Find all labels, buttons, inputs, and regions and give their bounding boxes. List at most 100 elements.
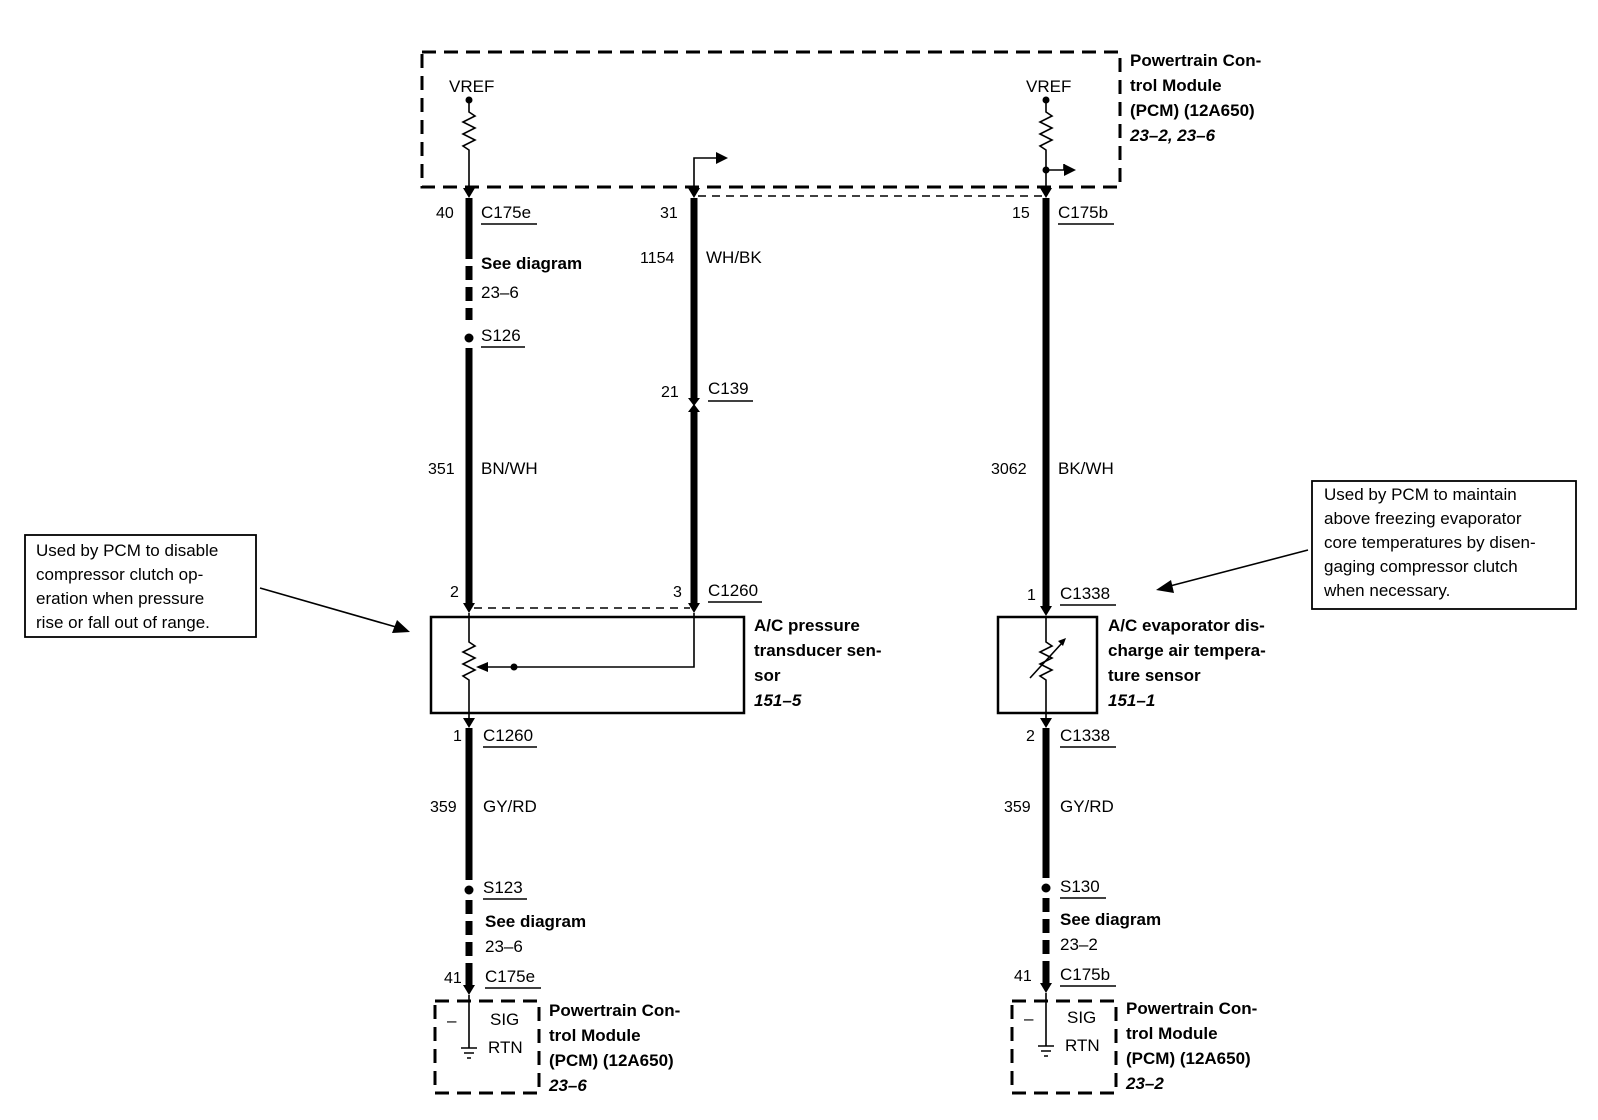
circuit-359-left-number: 359 [430, 799, 457, 816]
note-right-line-3: core temperatures by disen- [1324, 533, 1536, 552]
pcm-left-title-1: Powertrain Con- [549, 1001, 680, 1020]
pcm-left-minus: – [447, 1011, 457, 1030]
pressure-sensor-ref: 151–5 [754, 691, 802, 710]
pcm-left-ground-symbol [461, 995, 477, 1059]
pcm-right-title-1: Powertrain Con- [1126, 999, 1257, 1018]
splice-s126-dot [464, 333, 474, 343]
pcm-left-ref: 23–6 [548, 1076, 587, 1095]
note-left-pointer-arrow [392, 620, 410, 633]
pcm-right-minus: – [1024, 1009, 1034, 1028]
see-ref-right-bottom: 23–2 [1060, 935, 1098, 954]
pin-15-arrow [1040, 188, 1052, 198]
pressure-sensor-name-1: A/C pressure [754, 616, 860, 635]
vref-left-resistor [461, 100, 477, 188]
middle-ground-lead [693, 157, 716, 188]
pcm-right-title-3: (PCM) (12A650) [1126, 1049, 1251, 1068]
pin-1-c1260-arrow [463, 718, 475, 728]
note-left-line-1: Used by PCM to disable [36, 541, 218, 560]
splice-s123-dot [464, 885, 474, 895]
connector-c139-arrow-down [688, 398, 700, 406]
circuit-351-number: 351 [428, 461, 455, 478]
pcm-left-sig: SIG [490, 1010, 519, 1029]
connector-c175e-bottom: C175e [485, 967, 535, 986]
pcm-right-sig: SIG [1067, 1008, 1096, 1027]
pcm-left-title-3: (PCM) (12A650) [549, 1051, 674, 1070]
pin-2-arrow [463, 603, 475, 613]
middle-ground-flag [716, 152, 728, 164]
pcm-top-title-1: Powertrain Con- [1130, 51, 1261, 70]
connector-c1338-top: C1338 [1060, 584, 1110, 603]
note-right-box [1311, 480, 1577, 610]
note-left-line-2: compressor clutch op- [36, 565, 203, 584]
evap-sensor-ref: 151–1 [1108, 691, 1155, 710]
circuit-359-right-color: GY/RD [1060, 797, 1114, 816]
note-left-line-3: eration when pressure [36, 589, 204, 608]
note-right-line-4: gaging compressor clutch [1324, 557, 1518, 576]
circuit-3062-color: BK/WH [1058, 459, 1114, 478]
circuit-359-left-color: GY/RD [483, 797, 537, 816]
connector-c175b-bottom: C175b [1060, 965, 1110, 984]
evap-sensor-thermistor-slash [1029, 642, 1063, 679]
connector-c139-label: C139 [708, 379, 749, 398]
connector-c1260-bottom: C1260 [483, 726, 533, 745]
pin-1-c1338-arrow [1040, 606, 1052, 616]
vref-left-label: VREF [449, 77, 494, 96]
splice-s126-label: S126 [481, 326, 521, 345]
pcm-right-rtn: RTN [1065, 1036, 1100, 1055]
pin-41-left-arrow [463, 985, 475, 995]
pin-2-c1338-arrow [1040, 718, 1052, 728]
splice-s130-dot [1041, 883, 1051, 893]
pin-15-label: 15 [1012, 205, 1030, 222]
pressure-sensor-name-3: sor [754, 666, 781, 685]
circuit-1154-number: 1154 [640, 250, 675, 267]
pin-41-right-arrow [1040, 983, 1052, 993]
see-ref-left-bottom: 23–6 [485, 937, 523, 956]
pcm-right-title-2: trol Module [1126, 1024, 1218, 1043]
splice-s123-label: S123 [483, 878, 523, 897]
pressure-sensor-resistor [461, 613, 477, 718]
connector-c1260-top: C1260 [708, 581, 758, 600]
pressure-sensor-box [429, 615, 746, 715]
evap-sensor-name-3: ture sensor [1108, 666, 1201, 685]
pin-40-label: 40 [436, 205, 454, 222]
pcm-top-title-2: trol Module [1130, 76, 1222, 95]
see-diagram-left-bottom: See diagram [485, 912, 586, 931]
splice-s130-label: S130 [1060, 877, 1100, 896]
vref-right-ground-flag [1064, 164, 1076, 176]
connector-c175e-top: C175e [481, 203, 531, 222]
evap-sensor-name-2: charge air tempera- [1108, 641, 1266, 660]
circuit-359-right-number: 359 [1004, 799, 1031, 816]
vref-right-resistor [1038, 100, 1054, 188]
pin-41-left-label: 41 [444, 970, 462, 987]
pin-31-label: 31 [660, 205, 678, 222]
pin-40-arrow [463, 188, 475, 198]
pcm-top-ref: 23–2, 23–6 [1129, 126, 1216, 145]
pcm-top-title-3: (PCM) (12A650) [1130, 101, 1255, 120]
note-right-pointer-arrow [1156, 580, 1174, 593]
connector-c175b-top: C175b [1058, 203, 1108, 222]
circuit-3062-number: 3062 [991, 461, 1027, 478]
pcm-right-ground-symbol [1038, 993, 1054, 1057]
connector-c1338-bottom: C1338 [1060, 726, 1110, 745]
evap-sensor-box [996, 615, 1099, 715]
pcm-top-boundary [420, 50, 1122, 189]
pcm-left-bottom-boundary [433, 999, 541, 1095]
pin-3-label: 3 [673, 584, 682, 601]
evap-sensor-thermistor-arrow [1058, 638, 1066, 646]
pressure-sensor-name-2: transducer sen- [754, 641, 882, 660]
pressure-sensor-wiper-arrow [476, 662, 488, 672]
note-left-line-4: rise or fall out of range. [36, 613, 210, 632]
pcm-left-rtn: RTN [488, 1038, 523, 1057]
pin-31-arrow [688, 188, 700, 198]
pin-2-label: 2 [450, 584, 459, 601]
pcm-left-title-2: trol Module [549, 1026, 641, 1045]
pin-41-right-label: 41 [1014, 968, 1032, 985]
connector-c139-arrow-up [688, 404, 700, 412]
circuit-351-color: BN/WH [481, 459, 538, 478]
note-right-line-5: when necessary. [1323, 581, 1450, 600]
circuit-1154-color: WH/BK [706, 248, 762, 267]
pin-1-c1338-label: 1 [1027, 587, 1036, 604]
pcm-right-ref: 23–2 [1125, 1074, 1164, 1093]
note-left-pointer [259, 587, 397, 628]
